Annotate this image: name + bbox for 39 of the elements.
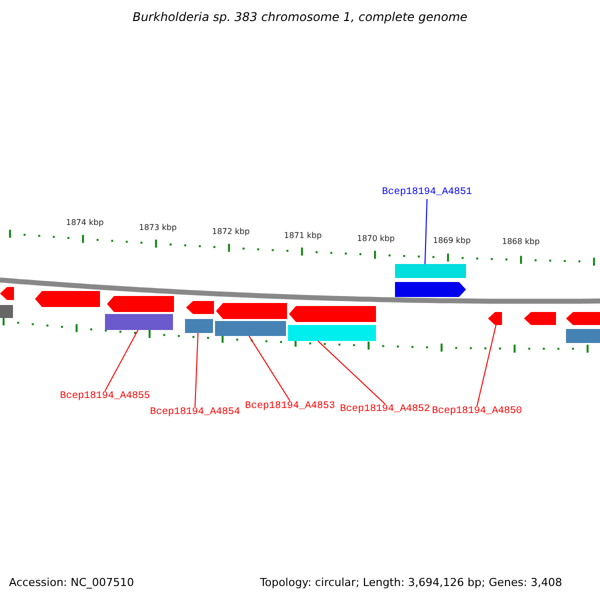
gene-feature [216, 303, 287, 319]
gene-feature [186, 301, 214, 314]
gene-feature [566, 312, 600, 325]
scale-label: 1871 kbp [284, 231, 322, 241]
scale-label: 1873 kbp [139, 223, 177, 233]
gene-feature [524, 312, 556, 325]
gene-label: Bcep18194_A4855 [60, 391, 150, 403]
leader-line [424, 198, 428, 264]
gene-label: Bcep18194_A4851 [382, 187, 472, 199]
leader-line [476, 324, 496, 406]
leader-line [318, 340, 386, 404]
gene-bar [105, 314, 173, 330]
gene-bar [288, 325, 376, 341]
gene-feature [289, 306, 376, 322]
footer-text: Accession: NC_007510 [9, 576, 134, 589]
scale-label: 1872 kbp [212, 227, 250, 237]
leader-line [248, 336, 290, 402]
gene-bar [215, 321, 286, 336]
gene-feature [0, 287, 14, 300]
scale-label: 1870 kbp [357, 234, 395, 244]
gene-bar [395, 264, 466, 278]
gene-feature [488, 312, 502, 325]
footer-text: Topology: circular; Length: 3,694,126 bp; Genes: 3,408 [260, 576, 562, 589]
gene-label: Bcep18194_A4852 [340, 404, 430, 416]
scale-label: 1868 kbp [502, 237, 540, 247]
gene-label: Bcep18194_A4850 [432, 406, 522, 418]
scale-label: 1869 kbp [433, 236, 471, 246]
gene-bar [185, 319, 213, 333]
gene-feature [395, 282, 466, 297]
leader-line [104, 330, 138, 392]
gene-feature [107, 296, 174, 312]
gene-bar [566, 329, 600, 343]
gene-feature [35, 291, 100, 307]
gene-label: Bcep18194_A4853 [245, 401, 336, 413]
gene-label: Bcep18194_A4854 [150, 407, 240, 419]
scale-label: 1874 kbp [66, 218, 104, 228]
leader-line [194, 332, 198, 408]
title: Burkholderia sp. 383 chromosome 1, complete genome [132, 10, 468, 24]
gene-bar [0, 305, 13, 318]
